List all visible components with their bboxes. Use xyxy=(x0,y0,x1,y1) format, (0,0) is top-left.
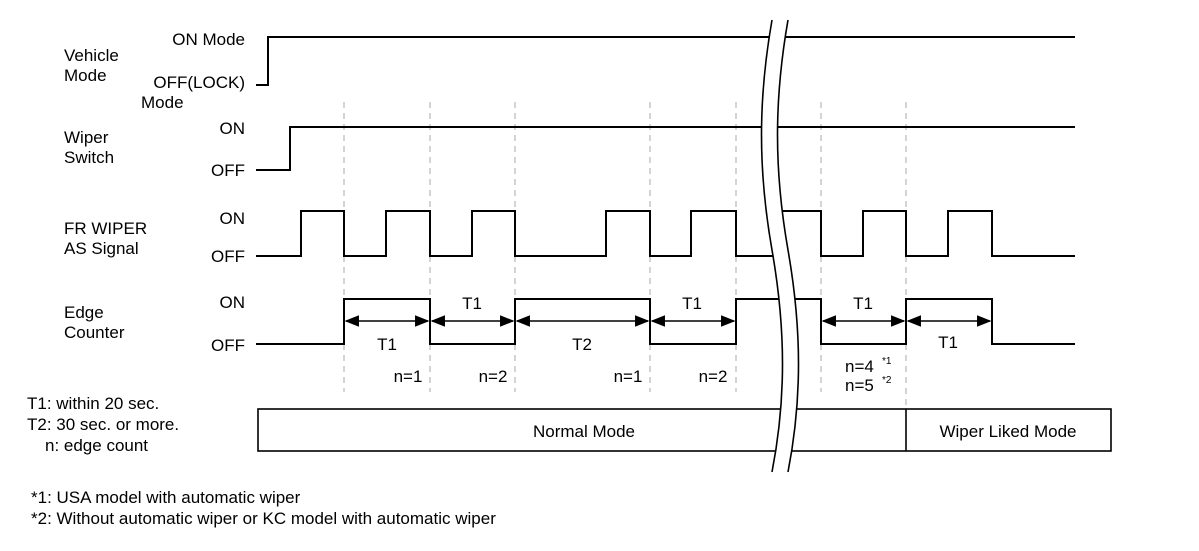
vehicle-mode-low-level-2: Mode xyxy=(141,93,184,112)
vehicle-mode-label-2: Mode xyxy=(64,66,107,85)
row-edge-counter: Edge Counter ON OFF T1 T1 T2 T1 T1 T1 xyxy=(64,293,1075,355)
edge-counter-label-1: Edge xyxy=(64,303,104,322)
interval-label: T1 xyxy=(462,294,482,313)
edge-count: n=2 xyxy=(699,367,728,386)
as-signal-label-2: AS Signal xyxy=(64,239,139,258)
edge-counter-low-level: OFF xyxy=(211,336,245,355)
as-signal-high-level: ON xyxy=(220,209,246,228)
vehicle-mode-label-1: Vehicle xyxy=(64,46,119,65)
edge-count: n=2 xyxy=(479,367,508,386)
as-signal-label-1: FR WIPER xyxy=(64,219,147,238)
edge-count: n=5 xyxy=(845,376,874,395)
mode-bar: Normal Mode Wiper Liked Mode xyxy=(257,408,1112,452)
footnote-2: *2: Without automatic wiper or KC model … xyxy=(31,509,496,528)
interval-label: T2 xyxy=(572,335,592,354)
time-break-symbol xyxy=(760,19,800,473)
edge-count: n=1 xyxy=(614,367,643,386)
wiper-switch-waveform xyxy=(256,126,1075,171)
break-gap xyxy=(761,20,799,472)
interval-label: T1 xyxy=(853,294,873,313)
legend-t1: T1: within 20 sec. xyxy=(27,394,159,413)
interval-label: T1 xyxy=(938,333,958,352)
wiper-switch-label-1: Wiper xyxy=(64,128,109,147)
as-signal-low-level: OFF xyxy=(211,247,245,266)
wiper-switch-label-2: Switch xyxy=(64,148,114,167)
footnote-marker: *1 xyxy=(882,356,892,367)
mode-bar-frame xyxy=(257,408,1112,452)
interval-label: T1 xyxy=(682,294,702,313)
as-signal-waveform xyxy=(256,210,1075,257)
wiper-linked-mode-label: Wiper Liked Mode xyxy=(939,422,1076,441)
row-fr-wiper-as-signal: FR WIPER AS Signal ON OFF xyxy=(64,209,1075,266)
row-vehicle-mode: Vehicle Mode ON Mode OFF(LOCK) Mode xyxy=(64,30,1075,112)
wiper-switch-high-level: ON xyxy=(220,119,246,138)
break-line-left xyxy=(760,19,784,473)
edge-counter-waveform xyxy=(256,298,1075,345)
vehicle-mode-waveform xyxy=(256,36,1075,86)
edge-counter-label-2: Counter xyxy=(64,323,125,342)
vehicle-mode-high-level: ON Mode xyxy=(172,30,245,49)
footnote-1: *1: USA model with automatic wiper xyxy=(31,488,301,507)
edge-counts: n=1 n=2 n=1 n=2 n=4 *1 n=5 *2 xyxy=(394,356,892,395)
row-wiper-switch: Wiper Switch ON OFF xyxy=(64,119,1075,180)
wiper-switch-low-level: OFF xyxy=(211,161,245,180)
normal-mode-label: Normal Mode xyxy=(533,422,635,441)
footnotes: *1: USA model with automatic wiper *2: W… xyxy=(31,488,496,528)
footnote-marker: *2 xyxy=(882,375,892,386)
legend-n: n: edge count xyxy=(45,436,148,455)
vehicle-mode-low-level-1: OFF(LOCK) xyxy=(153,73,245,92)
interval-label: T1 xyxy=(377,335,397,354)
legend-t2: T2: 30 sec. or more. xyxy=(27,415,179,434)
edge-count: n=1 xyxy=(394,367,423,386)
edge-count: n=4 xyxy=(845,357,874,376)
break-line-right xyxy=(776,19,800,473)
edge-counter-high-level: ON xyxy=(220,293,246,312)
legend: T1: within 20 sec. T2: 30 sec. or more. … xyxy=(27,394,179,455)
